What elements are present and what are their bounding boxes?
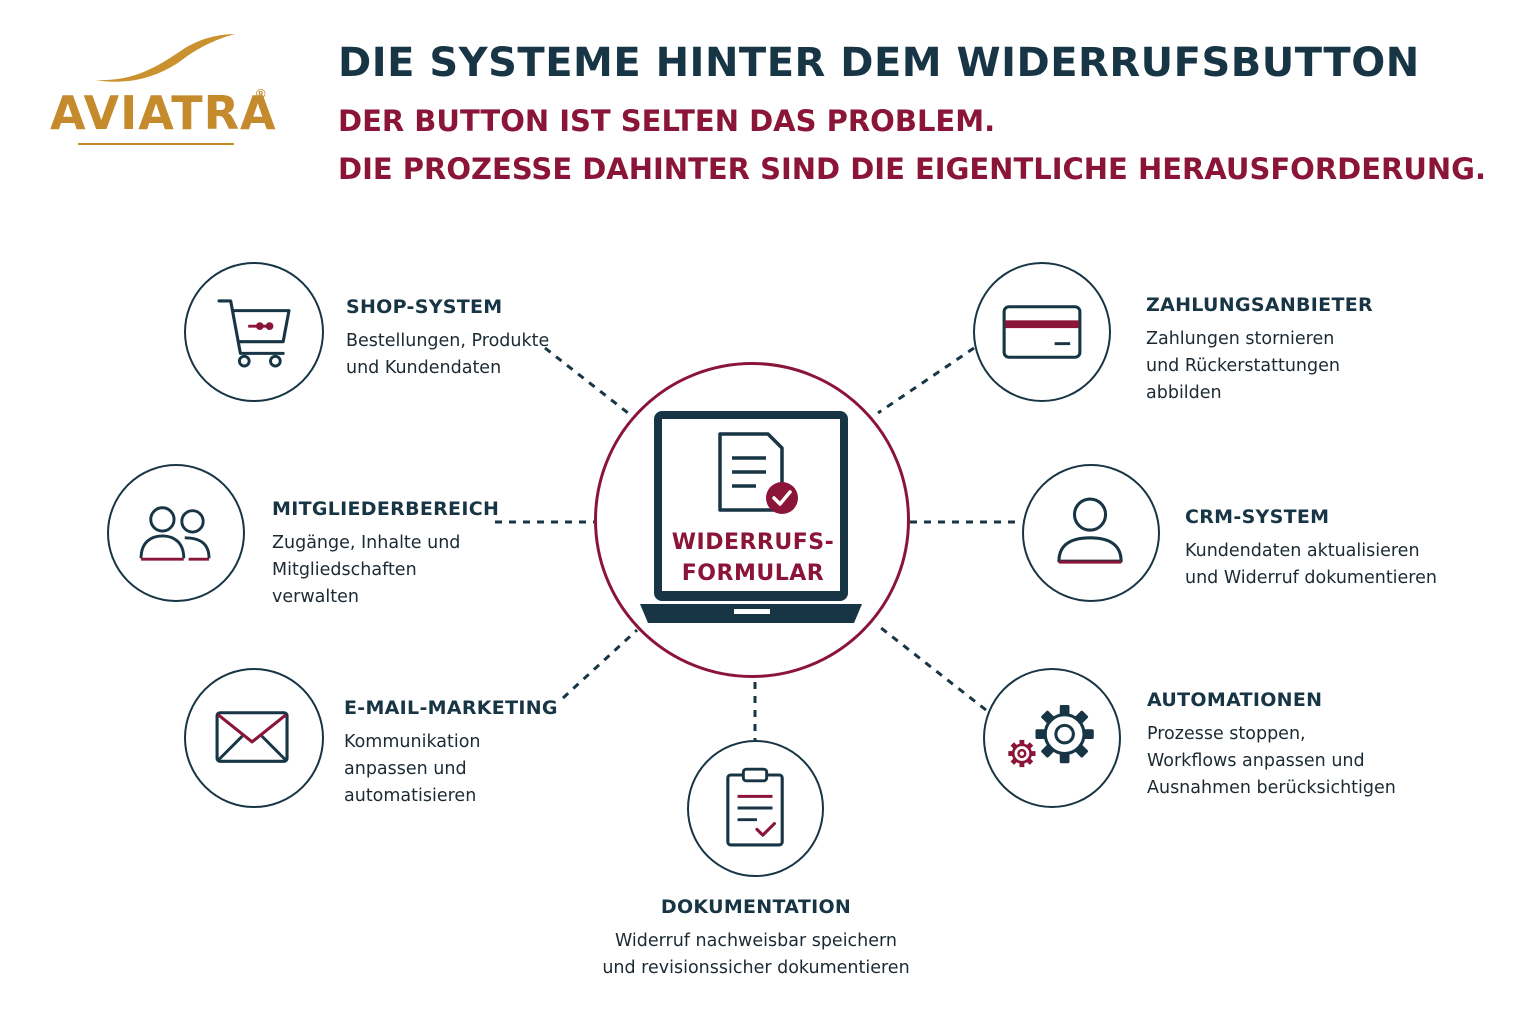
center-hub [594,362,910,678]
node-shop-circle [184,262,324,402]
user-icon [1057,497,1123,564]
node-payment-desc-line: und Rückerstattungen [1146,356,1340,376]
node-crm-title: CRM-SYSTEM [1185,506,1330,528]
node-shop-desc-line: und Kundendaten [346,358,502,378]
node-docs-circle [687,740,824,877]
node-payment-circle [973,262,1111,402]
node-crm-desc: Kundendaten aktualisieren und Widerruf d… [1185,538,1437,592]
node-members-title: MITGLIEDERBEREICH [272,498,500,520]
clipboard-check-icon [726,767,784,847]
node-payment-desc-line: Zahlungen stornieren [1146,329,1335,349]
center-label-line1: WIDERRUFS- [671,530,835,555]
form-check-icon [718,432,798,514]
page-subtitle-line1: DER BUTTON IST SELTEN DAS PROBLEM. [338,104,996,138]
node-automation-desc: Prozesse stoppen, Workflows anpassen und… [1147,721,1396,802]
node-payment-desc-line: abbilden [1146,383,1222,403]
connector-payment [877,346,975,415]
node-email-desc-line: Kommunikation [344,732,481,752]
node-docs-text: DOKUMENTATION Widerruf nachweisbar speic… [556,896,956,982]
node-shop-text: SHOP-SYSTEM Bestellungen, Produkte und K… [346,296,549,382]
center-label-line2: FORMULAR [681,561,825,586]
node-docs-desc-line: Widerruf nachweisbar speichern [614,931,898,951]
node-automation-title: AUTOMATIONEN [1147,689,1323,711]
center-label: WIDERRUFS- FORMULAR [660,527,846,589]
node-automation-text: AUTOMATIONEN Prozesse stoppen, Workflows… [1147,689,1396,802]
node-members-text: MITGLIEDERBEREICH Zugänge, Inhalte und M… [272,498,499,611]
credit-card-icon [1002,305,1082,359]
node-crm-text: CRM-SYSTEM Kundendaten aktualisieren und… [1185,506,1437,592]
node-automation-circle [983,668,1121,808]
brand-underline [78,143,234,145]
node-automation-desc-line: Workflows anpassen und [1147,751,1365,771]
node-docs-desc-line: und revisionssicher dokumentieren [602,958,910,978]
node-crm-desc-line: und Widerruf dokumentieren [1185,568,1437,588]
node-members-circle [107,464,245,602]
node-email-desc: Kommunikation anpassen und automatisiere… [344,729,558,810]
laptop-icon [640,411,862,623]
brand-name: AVIATRA [50,86,277,140]
node-email-desc-line: automatisieren [344,786,477,806]
node-shop-desc-line: Bestellungen, Produkte [346,331,550,351]
node-members-desc-line: Mitgliedschaften [272,560,417,580]
page-subtitle-line2: DIE PROZESSE DAHINTER SIND DIE EIGENTLIC… [338,152,1487,186]
node-shop-desc: Bestellungen, Produkte und Kundendaten [346,328,549,382]
users-icon [139,506,211,561]
connector-shop [544,346,629,415]
node-email-title: E-MAIL-MARKETING [344,697,558,719]
node-docs-desc: Widerruf nachweisbar speichern und revis… [556,928,956,982]
connector-email [561,628,639,700]
node-crm-circle [1022,464,1160,602]
envelope-icon [215,711,289,763]
node-members-desc-line: Zugänge, Inhalte und [272,533,461,553]
page-title: DIE SYSTEME HINTER DEM WIDERRUFSBUTTON [338,40,1420,86]
node-members-desc: Zugänge, Inhalte und Mitgliedschaften ve… [272,530,499,611]
node-crm-desc-line: Kundendaten aktualisieren [1185,541,1420,561]
connector-automation [875,622,987,712]
brand-swoosh-icon [95,34,235,82]
node-payment-desc: Zahlungen stornieren und Rückerstattunge… [1146,326,1373,407]
brand-registered-mark: ® [256,86,266,101]
node-automation-desc-line: Ausnahmen berücksichtigen [1147,778,1396,798]
node-members-desc-line: verwalten [272,587,359,607]
node-shop-title: SHOP-SYSTEM [346,296,503,318]
gears-icon [1008,704,1094,768]
node-email-circle [184,668,324,808]
node-email-text: E-MAIL-MARKETING Kommunikation anpassen … [344,697,558,810]
node-automation-desc-line: Prozesse stoppen, [1147,724,1306,744]
node-payment-title: ZAHLUNGSANBIETER [1146,294,1373,316]
cart-icon [217,299,291,368]
node-email-desc-line: anpassen und [344,759,467,779]
node-docs-title: DOKUMENTATION [660,896,852,918]
node-payment-text: ZAHLUNGSANBIETER Zahlungen stornieren un… [1146,294,1373,407]
